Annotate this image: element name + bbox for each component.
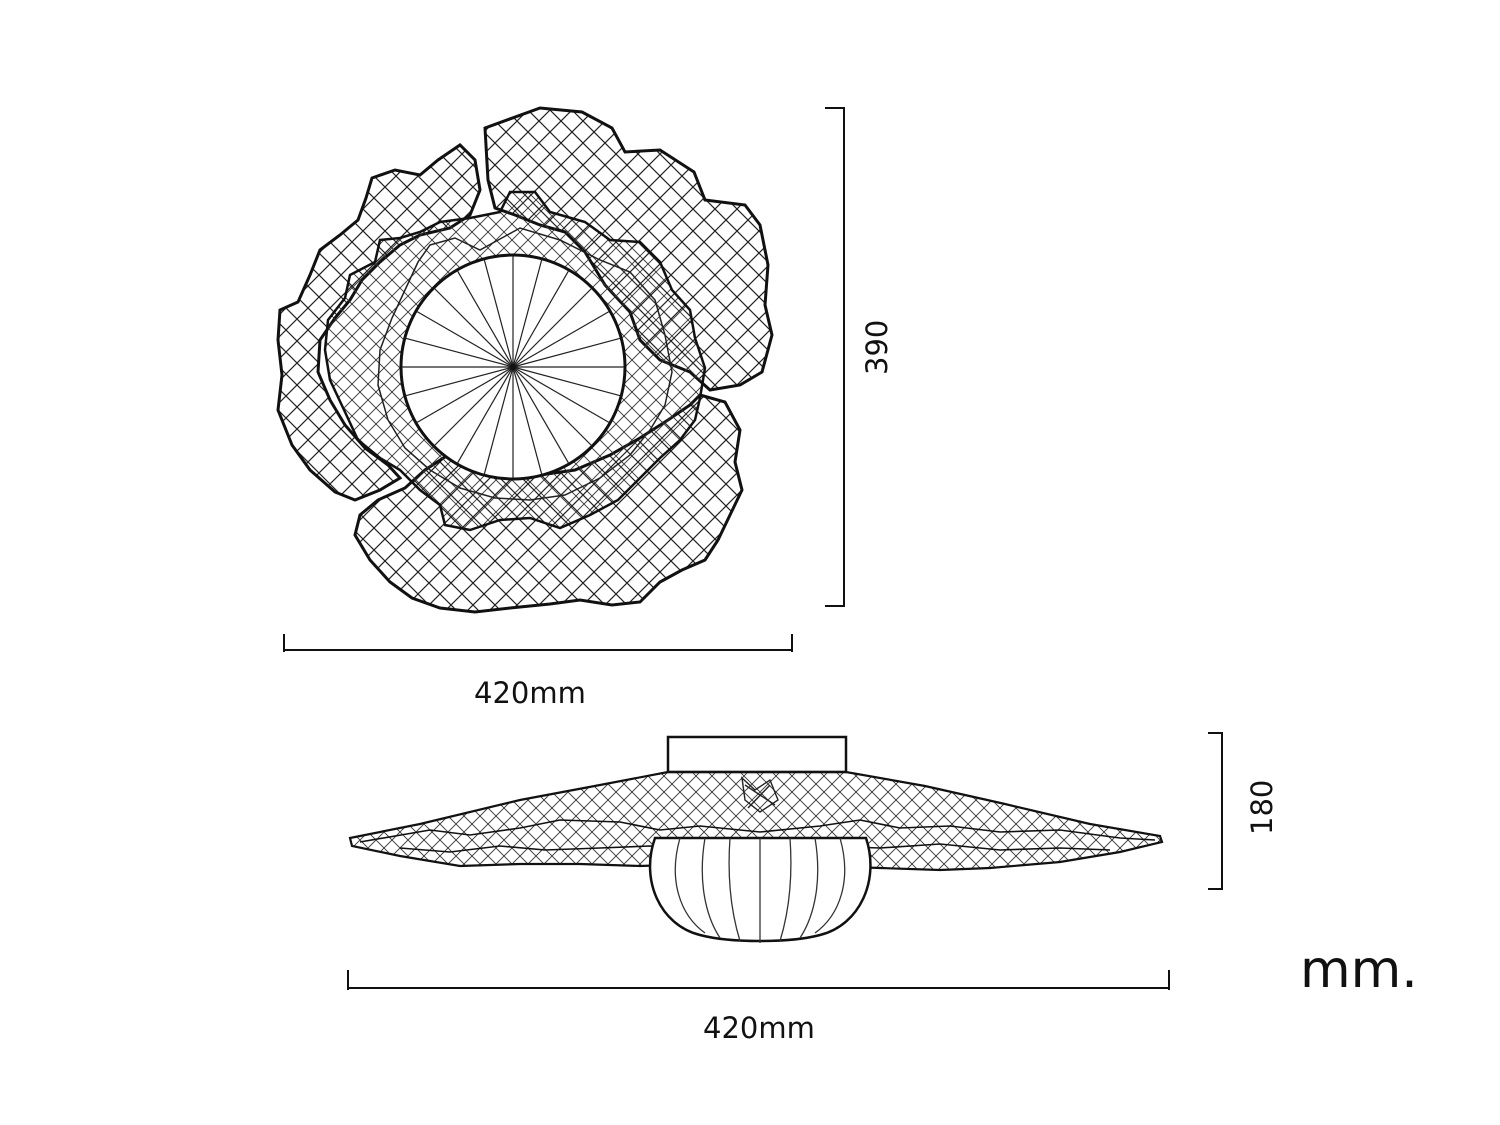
diffuser-rib — [512, 366, 610, 424]
diffuser-rib — [512, 366, 592, 446]
diffuser-rib — [512, 366, 570, 464]
top-view — [276, 106, 774, 614]
diffuser-rib — [434, 366, 514, 446]
side-view — [348, 735, 1164, 943]
top-view-width-dimension — [283, 634, 793, 652]
diffuser-rib — [405, 337, 514, 368]
top-view-height-dimension — [825, 107, 845, 607]
diffuser-rib — [512, 288, 592, 368]
diffuser-rib — [416, 310, 514, 368]
diffuser-rib — [512, 337, 621, 368]
diffuser-rib — [483, 259, 514, 368]
side-view-height-label: 180 — [1245, 779, 1279, 835]
side-view-width-label: 420mm — [703, 1011, 815, 1045]
diffuser-center — [510, 364, 516, 370]
diffuser-rib — [416, 366, 514, 424]
diffuser-rib — [512, 366, 543, 475]
diffuser-rib — [434, 288, 514, 368]
diffuser-rib — [512, 310, 610, 368]
diffuser-rib — [512, 366, 621, 397]
ceiling-canopy — [666, 735, 848, 774]
diffuser-rib — [456, 270, 514, 368]
diffuser-rib — [512, 270, 570, 368]
unit-label: mm. — [1300, 940, 1418, 1000]
inner-petal-detail — [377, 227, 673, 501]
top-view-height-label: 390 — [860, 319, 894, 375]
socket-detail — [741, 776, 779, 813]
globe-ribs — [674, 837, 846, 943]
top-view-width-label: 420mm — [474, 676, 586, 710]
diffuser-ribs — [402, 256, 624, 478]
side-view-height-dimension — [1208, 732, 1223, 890]
diffuser-rib — [405, 366, 514, 397]
diffuser-rib — [483, 366, 514, 475]
diffuser-rib — [456, 366, 514, 464]
side-view-width-dimension — [347, 970, 1170, 990]
diffuser-rib — [512, 259, 543, 368]
